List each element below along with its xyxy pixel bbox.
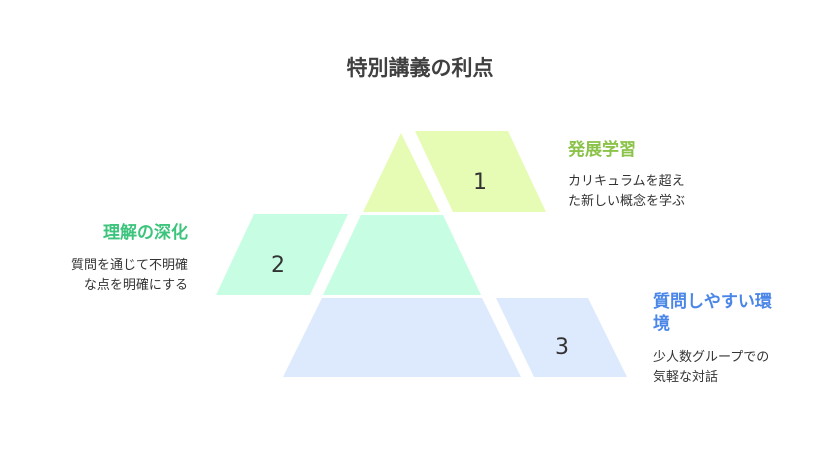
heading-3-line-1: 質問しやすい環 — [653, 292, 772, 312]
pyramid-level-2 — [323, 215, 481, 295]
diagram-title: 特別講義の利点 — [346, 56, 494, 80]
pyramid-level-1 — [363, 133, 440, 212]
heading-3: 質問しやすい環 境 — [653, 291, 772, 335]
parallelogram-3 — [496, 298, 627, 377]
heading-2: 理解の深化 — [103, 223, 188, 243]
pyramid-level-3 — [283, 298, 521, 377]
number-2: 2 — [271, 253, 285, 278]
description-3-line-1: 少人数グループでの — [653, 350, 770, 365]
description-2-line-1: 質問を通じて不明確 — [70, 258, 188, 273]
parallelogram-2 — [216, 214, 348, 295]
description-2-line-2: な点を明確にする — [83, 278, 188, 293]
number-3: 3 — [555, 335, 569, 360]
heading-1: 発展学習 — [568, 140, 636, 160]
description-1-line-2: た新しい概念を学ぶ — [568, 194, 686, 209]
description-3: 少人数グループでの 気軽な対話 — [653, 348, 769, 388]
description-1-line-1: カリキュラムを超え — [568, 174, 685, 189]
description-1: カリキュラムを超え た新しい概念を学ぶ — [568, 172, 685, 212]
heading-3-line-2: 境 — [653, 314, 670, 334]
parallelogram-1 — [415, 131, 546, 212]
description-2: 質問を通じて不明確 な点を明確にする — [20, 256, 188, 296]
number-1: 1 — [473, 170, 487, 195]
description-3-line-2: 気軽な対話 — [653, 370, 719, 385]
